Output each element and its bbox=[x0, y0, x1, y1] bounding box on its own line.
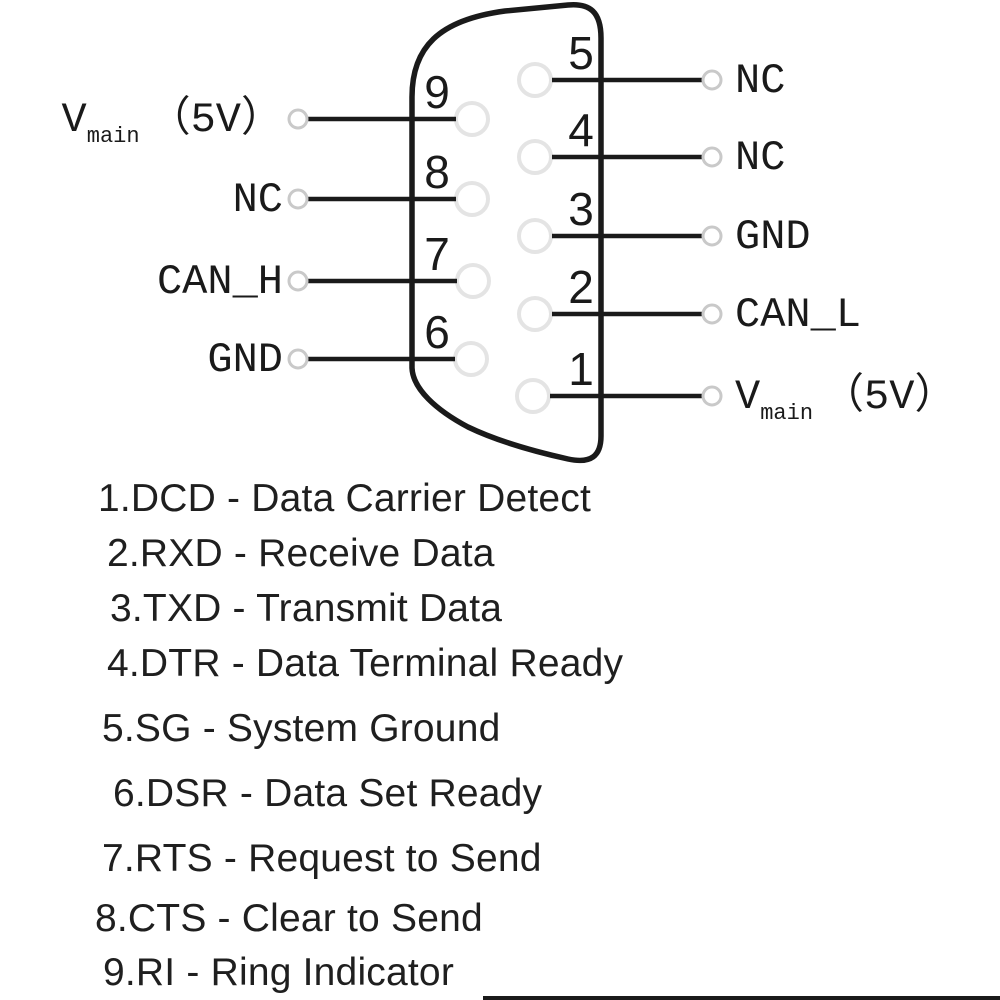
pin-description-7: 7.RTS - Request to Send bbox=[102, 837, 542, 880]
pin-number-2: 2 bbox=[568, 261, 594, 313]
pin-2-label: CAN_L bbox=[735, 294, 861, 336]
pin-4-label-text: NC bbox=[735, 134, 786, 182]
pin-hole-1 bbox=[515, 378, 551, 414]
pin-1-label-subscript: main bbox=[760, 401, 814, 426]
pin-8-label-text: NC bbox=[232, 176, 283, 224]
pin-9-label-text: V bbox=[61, 96, 87, 144]
pin-hole-5 bbox=[517, 62, 553, 98]
pin-number-3: 3 bbox=[568, 183, 594, 235]
terminal-dot-4 bbox=[701, 146, 723, 168]
pin-6-label: GND bbox=[207, 339, 283, 381]
pin-6-label-text: GND bbox=[207, 336, 283, 384]
terminal-dot-3 bbox=[701, 225, 723, 247]
pin-description-6: 6.DSR - Data Set Ready bbox=[113, 772, 543, 815]
pin-7-label-text: CAN_H bbox=[156, 258, 283, 306]
terminal-dot-1 bbox=[701, 385, 723, 407]
pin-number-6: 6 bbox=[424, 306, 450, 358]
pin-description-3: 3.TXD - Transmit Data bbox=[110, 587, 503, 630]
pin-9-label-voltage: （5V） bbox=[148, 96, 283, 144]
pin-1-label-text: V bbox=[735, 373, 761, 421]
pin-description-1: 1.DCD - Data Carrier Detect bbox=[98, 477, 592, 520]
pin-5-label: NC bbox=[735, 60, 785, 102]
pin-4-label: NC bbox=[735, 137, 785, 179]
pin-number-4: 4 bbox=[568, 104, 594, 156]
terminal-dot-5 bbox=[701, 69, 723, 91]
pin-number-7: 7 bbox=[424, 228, 450, 280]
pin-number-1: 1 bbox=[568, 343, 594, 395]
terminal-dot-9 bbox=[287, 108, 309, 130]
pin-description-9: 9.RI - Ring Indicator bbox=[103, 951, 455, 994]
pin-1-label: Vmain （5V） bbox=[735, 373, 957, 425]
pin-number-9: 9 bbox=[424, 66, 450, 118]
terminal-dot-6 bbox=[287, 348, 309, 370]
pin-description-4: 4.DTR - Data Terminal Ready bbox=[107, 642, 624, 685]
pin-3-label: GND bbox=[735, 216, 811, 258]
pin-description-8: 8.CTS - Clear to Send bbox=[95, 897, 483, 940]
pin-2-label-text: CAN_L bbox=[735, 291, 862, 339]
pin-description-2: 2.RXD - Receive Data bbox=[107, 532, 495, 575]
pin-hole-4 bbox=[517, 139, 553, 175]
pin-number-5: 5 bbox=[568, 27, 594, 79]
terminal-dot-8 bbox=[287, 188, 309, 210]
pin-3-label-text: GND bbox=[735, 213, 811, 261]
pin-number-8: 8 bbox=[424, 146, 450, 198]
pin-hole-2 bbox=[517, 296, 553, 332]
pin-8-label: NC bbox=[233, 179, 283, 221]
terminal-dot-7 bbox=[287, 270, 309, 292]
bottom-edge-rule bbox=[483, 996, 1000, 1000]
pin-1-label-voltage: （5V） bbox=[822, 373, 957, 421]
pin-9-label-subscript: main bbox=[86, 124, 140, 149]
pin-description-5: 5.SG - System Ground bbox=[102, 707, 501, 750]
pin-hole-3 bbox=[517, 218, 553, 254]
pin-9-label: Vmain （5V） bbox=[61, 96, 283, 148]
pin-5-label-text: NC bbox=[735, 57, 786, 105]
pin-7-label: CAN_H bbox=[157, 261, 283, 303]
terminal-dot-2 bbox=[701, 303, 723, 325]
connector-drawing bbox=[287, 2, 723, 464]
